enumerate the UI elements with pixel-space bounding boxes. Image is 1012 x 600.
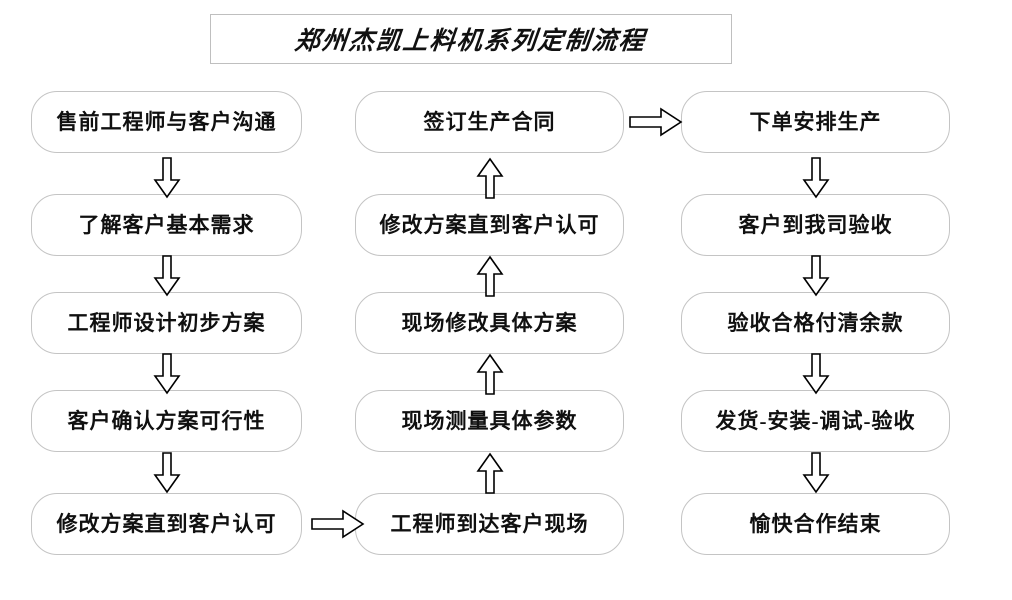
flow-node-c3-s3[interactable]: 验收合格付清余款 <box>681 292 950 354</box>
flow-node-label: 下单安排生产 <box>749 109 882 134</box>
flow-node-label: 了解客户基本需求 <box>78 212 255 237</box>
flow-node-c1-s1[interactable]: 售前工程师与客户沟通 <box>31 91 302 153</box>
down-arrow-icon <box>153 353 181 395</box>
flow-node-label: 客户确认方案可行性 <box>67 408 266 433</box>
up-arrow-icon <box>476 157 504 199</box>
down-arrow-icon <box>802 452 830 494</box>
flow-node-c1-s5[interactable]: 修改方案直到客户认可 <box>31 493 302 555</box>
flow-node-c1-s4[interactable]: 客户确认方案可行性 <box>31 390 302 452</box>
down-arrow-icon <box>802 255 830 297</box>
flow-node-label: 愉快合作结束 <box>749 511 882 536</box>
down-arrow-icon <box>153 452 181 494</box>
flow-node-label: 现场修改具体方案 <box>401 310 578 335</box>
flow-node-c2-s4[interactable]: 现场测量具体参数 <box>355 390 624 452</box>
flow-node-label: 现场测量具体参数 <box>401 408 578 433</box>
flow-node-c3-s2[interactable]: 客户到我司验收 <box>681 194 950 256</box>
flow-node-c2-s3[interactable]: 现场修改具体方案 <box>355 292 624 354</box>
down-arrow-icon <box>802 157 830 199</box>
up-arrow-icon <box>476 452 504 494</box>
flow-node-c2-s1[interactable]: 签订生产合同 <box>355 91 624 153</box>
flow-node-c1-s3[interactable]: 工程师设计初步方案 <box>31 292 302 354</box>
page-title: 郑州杰凯上料机系列定制流程 <box>293 28 648 55</box>
flow-node-label: 工程师设计初步方案 <box>67 310 266 335</box>
up-arrow-icon <box>476 353 504 395</box>
flow-node-c3-s1[interactable]: 下单安排生产 <box>681 91 950 153</box>
up-arrow-icon <box>476 255 504 297</box>
down-arrow-icon <box>153 157 181 199</box>
flow-node-c2-s5[interactable]: 工程师到达客户现场 <box>355 493 624 555</box>
right-arrow-icon-contract-to-order <box>629 107 683 137</box>
down-arrow-icon <box>802 353 830 395</box>
flow-node-label: 发货-安装-调试-验收 <box>715 408 916 433</box>
flow-node-c1-s2[interactable]: 了解客户基本需求 <box>31 194 302 256</box>
flow-node-label: 验收合格付清余款 <box>727 310 904 335</box>
flow-node-label: 客户到我司验收 <box>738 212 893 237</box>
flow-node-label: 修改方案直到客户认可 <box>56 511 277 536</box>
flow-node-label: 工程师到达客户现场 <box>390 511 589 536</box>
right-arrow-icon-revise-to-onsite <box>311 509 365 539</box>
flow-node-c3-s4[interactable]: 发货-安装-调试-验收 <box>681 390 950 452</box>
chart-title-box: 郑州杰凯上料机系列定制流程 <box>210 14 732 64</box>
flow-node-label: 售前工程师与客户沟通 <box>56 109 277 134</box>
flow-node-c3-s5[interactable]: 愉快合作结束 <box>681 493 950 555</box>
flow-node-label: 修改方案直到客户认可 <box>379 212 600 237</box>
down-arrow-icon <box>153 255 181 297</box>
flow-node-c2-s2[interactable]: 修改方案直到客户认可 <box>355 194 624 256</box>
flow-node-label: 签订生产合同 <box>423 109 556 134</box>
